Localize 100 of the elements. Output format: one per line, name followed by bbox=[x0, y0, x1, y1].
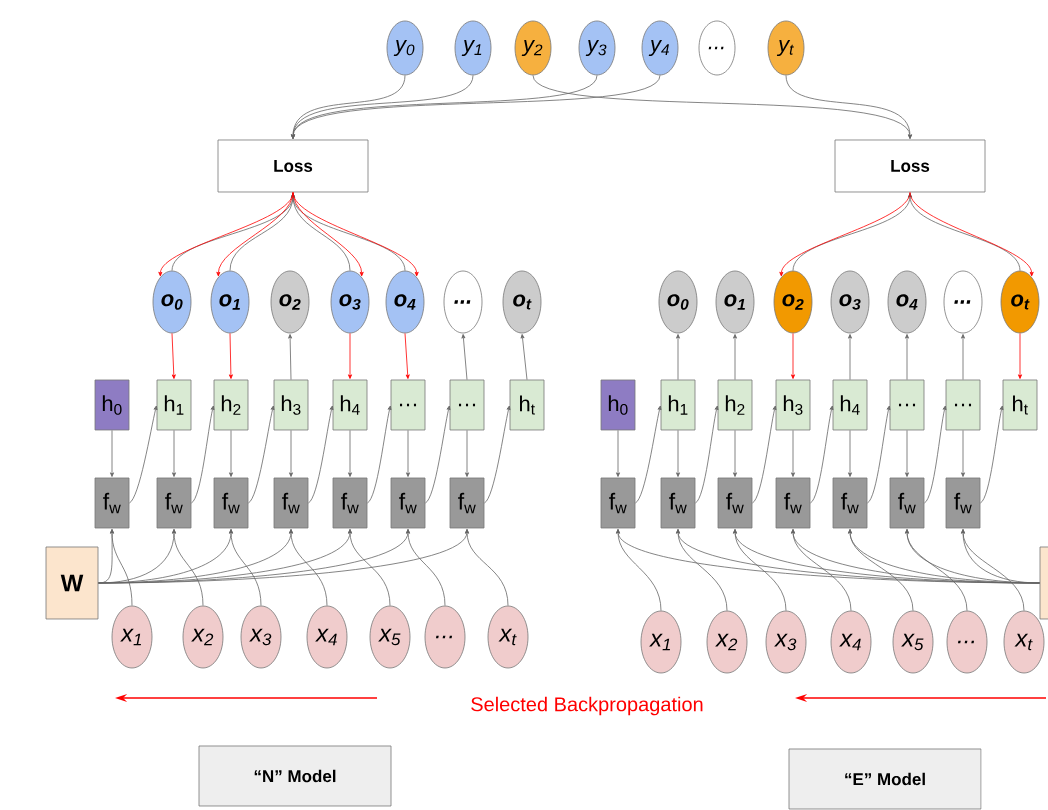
hidden-state-box: h$_{4}$ bbox=[332, 379, 368, 431]
arrow bbox=[129, 405, 158, 504]
arrow bbox=[248, 405, 275, 504]
arrow bbox=[367, 405, 392, 504]
arrow bbox=[520, 334, 528, 380]
arrow bbox=[733, 430, 737, 477]
arrow bbox=[867, 405, 891, 504]
arrow bbox=[348, 430, 352, 477]
function-box: f$_{w}$ bbox=[775, 477, 811, 529]
loss-box: Loss bbox=[834, 139, 986, 193]
arrow bbox=[461, 334, 468, 380]
arrow bbox=[905, 430, 909, 477]
arrow bbox=[348, 529, 391, 606]
arrow bbox=[791, 333, 795, 379]
arrow bbox=[695, 405, 719, 504]
arrow bbox=[465, 529, 509, 606]
arrow bbox=[676, 430, 680, 477]
arrow bbox=[291, 75, 661, 139]
arrow bbox=[229, 529, 262, 606]
arrow bbox=[924, 405, 947, 504]
hidden-state-box: h$_{0}$ bbox=[94, 379, 130, 431]
arrow bbox=[228, 333, 233, 379]
arrow bbox=[961, 430, 965, 477]
function-box: f$_{w}$ bbox=[390, 477, 426, 529]
hidden-state-box: h$_{0}$ bbox=[600, 379, 636, 431]
function-box: f$_{w}$ bbox=[832, 477, 868, 529]
arrow bbox=[406, 430, 410, 477]
function-box: f$_{w}$ bbox=[213, 477, 249, 529]
arrow bbox=[291, 193, 406, 271]
arrow bbox=[848, 334, 852, 380]
arrow bbox=[465, 430, 469, 477]
caption-text: Selected Backpropagation bbox=[471, 696, 703, 716]
function-box: f$_{w}$ bbox=[156, 477, 192, 529]
arrow bbox=[110, 529, 133, 606]
arrow bbox=[216, 192, 294, 277]
arrow bbox=[848, 529, 914, 611]
arrow bbox=[616, 430, 620, 477]
hidden-state-box: h$_{2}$ bbox=[717, 379, 753, 431]
arrow bbox=[191, 405, 215, 504]
arrow bbox=[229, 430, 233, 477]
arrow bbox=[289, 430, 293, 477]
arrow bbox=[733, 529, 787, 611]
arrow bbox=[779, 192, 911, 277]
arrow bbox=[404, 333, 410, 379]
hidden-state-box: h$_{t}$ bbox=[1002, 379, 1038, 431]
function-box: f$_{w}$ bbox=[273, 477, 309, 529]
function-box: f$_{w}$ bbox=[889, 477, 925, 529]
model-label-box: “E” Model bbox=[788, 748, 982, 810]
arrow bbox=[848, 430, 852, 477]
arrow bbox=[171, 333, 176, 379]
model-label-box: “N” Model bbox=[198, 745, 392, 807]
arrow bbox=[791, 529, 852, 611]
arrow bbox=[484, 405, 511, 504]
arrow bbox=[172, 430, 176, 477]
arrow bbox=[288, 334, 293, 380]
function-box: f$_{w}$ bbox=[332, 477, 368, 529]
hidden-state-box: … bbox=[889, 379, 925, 431]
arrow bbox=[292, 192, 419, 277]
hidden-state-box: h$_{2}$ bbox=[213, 379, 249, 431]
hidden-state-box: … bbox=[390, 379, 426, 431]
arrow bbox=[348, 333, 352, 379]
function-box: f$_{w}$ bbox=[449, 477, 485, 529]
hidden-state-box: h$_{4}$ bbox=[832, 379, 868, 431]
arrow bbox=[616, 529, 662, 611]
hidden-state-box: … bbox=[449, 379, 485, 431]
arrow bbox=[752, 405, 777, 504]
arrow bbox=[289, 529, 328, 606]
arrow bbox=[905, 334, 909, 380]
arrow bbox=[909, 192, 1034, 277]
arrow bbox=[733, 334, 737, 380]
arrow bbox=[1018, 333, 1022, 379]
arrow bbox=[110, 430, 114, 477]
weight-box bbox=[1039, 546, 1048, 620]
arrow bbox=[961, 334, 965, 380]
hidden-state-box: h$_{t}$ bbox=[509, 379, 545, 431]
hidden-state-box: h$_{1}$ bbox=[156, 379, 192, 431]
arrow bbox=[425, 405, 451, 504]
arrow bbox=[980, 405, 1004, 504]
arrow bbox=[676, 529, 728, 611]
arrow bbox=[905, 529, 968, 611]
arrow bbox=[810, 405, 834, 504]
hidden-state-box: … bbox=[945, 379, 981, 431]
function-box: f$_{w}$ bbox=[660, 477, 696, 529]
arrow bbox=[785, 75, 912, 139]
function-box: f$_{w}$ bbox=[717, 477, 753, 529]
hidden-state-box: h$_{3}$ bbox=[775, 379, 811, 431]
arrow bbox=[908, 193, 1021, 271]
arrow bbox=[676, 334, 680, 380]
hidden-state-box: h$_{1}$ bbox=[660, 379, 696, 431]
function-box: f$_{w}$ bbox=[600, 477, 636, 529]
arrow bbox=[406, 529, 446, 606]
arrow bbox=[961, 529, 1025, 611]
arrow bbox=[172, 529, 204, 606]
function-box: f$_{w}$ bbox=[94, 477, 130, 529]
arrow bbox=[635, 405, 662, 504]
arrow bbox=[308, 405, 334, 504]
arrow bbox=[791, 430, 795, 477]
hidden-state-box: h$_{3}$ bbox=[273, 379, 309, 431]
function-box: f$_{w}$ bbox=[945, 477, 981, 529]
weight-box: W bbox=[45, 546, 99, 620]
